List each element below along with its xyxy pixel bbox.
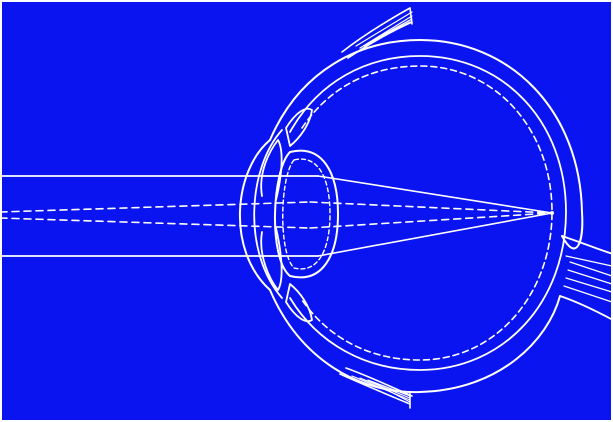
focal-point bbox=[550, 211, 554, 215]
